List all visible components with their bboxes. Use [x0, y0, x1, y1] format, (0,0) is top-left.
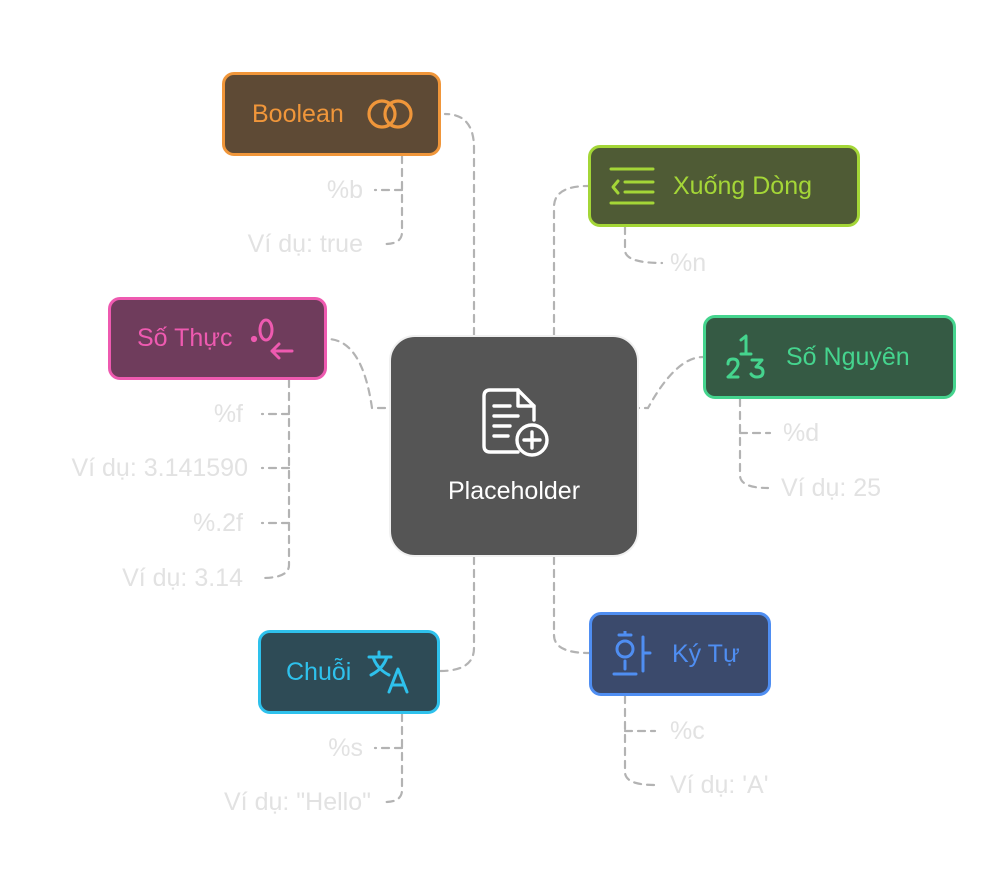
node-boolean-label: Boolean — [252, 99, 344, 128]
translate-icon — [367, 649, 413, 695]
leaf-so-thuc-example-1: Ví dụ: 3.141590 — [71, 454, 248, 482]
node-ky-tu-label: Ký Tự — [672, 639, 740, 668]
leaf-so-thuc-example-2: Ví dụ: 3.14 — [122, 564, 243, 592]
leaf-so-nguyen-format: %d — [783, 419, 820, 447]
leaf-boolean-example: Ví dụ: true — [247, 230, 363, 258]
link-center-boolean — [443, 112, 476, 337]
node-chuoi-label: Chuỗi — [286, 657, 352, 686]
node-xuong-dong[interactable]: Xuống Dòng — [588, 145, 860, 227]
link-center-so-thuc — [325, 337, 400, 410]
link-chuoi-items — [383, 712, 404, 804]
link-center-xuong-dong — [552, 184, 590, 337]
node-so-nguyen-label: Số Nguyên — [786, 342, 910, 371]
link-center-ky-tu — [552, 555, 591, 655]
leaf-chuoi-format: %s — [328, 734, 363, 762]
link-xuong-dong-items — [623, 225, 664, 265]
node-xuong-dong-label: Xuống Dòng — [673, 171, 813, 200]
line-indent-icon — [609, 165, 655, 207]
leaf-ky-tu-format: %c — [670, 717, 705, 745]
node-ky-tu[interactable]: Ký Tự — [589, 612, 771, 696]
link-center-chuoi — [438, 555, 476, 673]
leaf-so-thuc-format-2f: %.2f — [192, 509, 243, 537]
link-so-nguyen-items — [738, 397, 770, 490]
node-so-nguyen[interactable]: Số Nguyên — [703, 315, 956, 399]
leaf-so-nguyen-example: Ví dụ: 25 — [781, 474, 882, 502]
center-title: Placeholder — [447, 477, 581, 505]
decimal-arrow-icon — [250, 317, 296, 361]
link-boolean-items — [383, 154, 404, 246]
document-add-icon — [476, 386, 552, 467]
node-so-thuc-label: Số Thực — [137, 324, 233, 352]
leaf-ky-tu-example: Ví dụ: 'A' — [670, 771, 769, 799]
hangul-character-icon — [612, 631, 652, 677]
node-boolean[interactable]: Boolean — [222, 72, 441, 156]
leaf-so-thuc-format-f: %f — [213, 400, 243, 428]
link-center-so-nguyen — [630, 355, 705, 410]
leaf-chuoi-example: Ví dụ: "Hello" — [224, 788, 371, 816]
link-so-thuc-items — [260, 378, 291, 580]
center-node[interactable]: Placeholder — [389, 335, 639, 557]
leaf-xuong-dong-format: %n — [670, 249, 707, 277]
numbers-123-icon — [724, 334, 768, 380]
node-chuoi[interactable]: Chuỗi — [258, 630, 440, 714]
node-so-thuc[interactable]: Số Thực — [108, 297, 327, 380]
leaf-boolean-format: %b — [326, 176, 363, 204]
link-ky-tu-items — [623, 694, 657, 787]
intersect-circles-icon — [366, 97, 414, 131]
